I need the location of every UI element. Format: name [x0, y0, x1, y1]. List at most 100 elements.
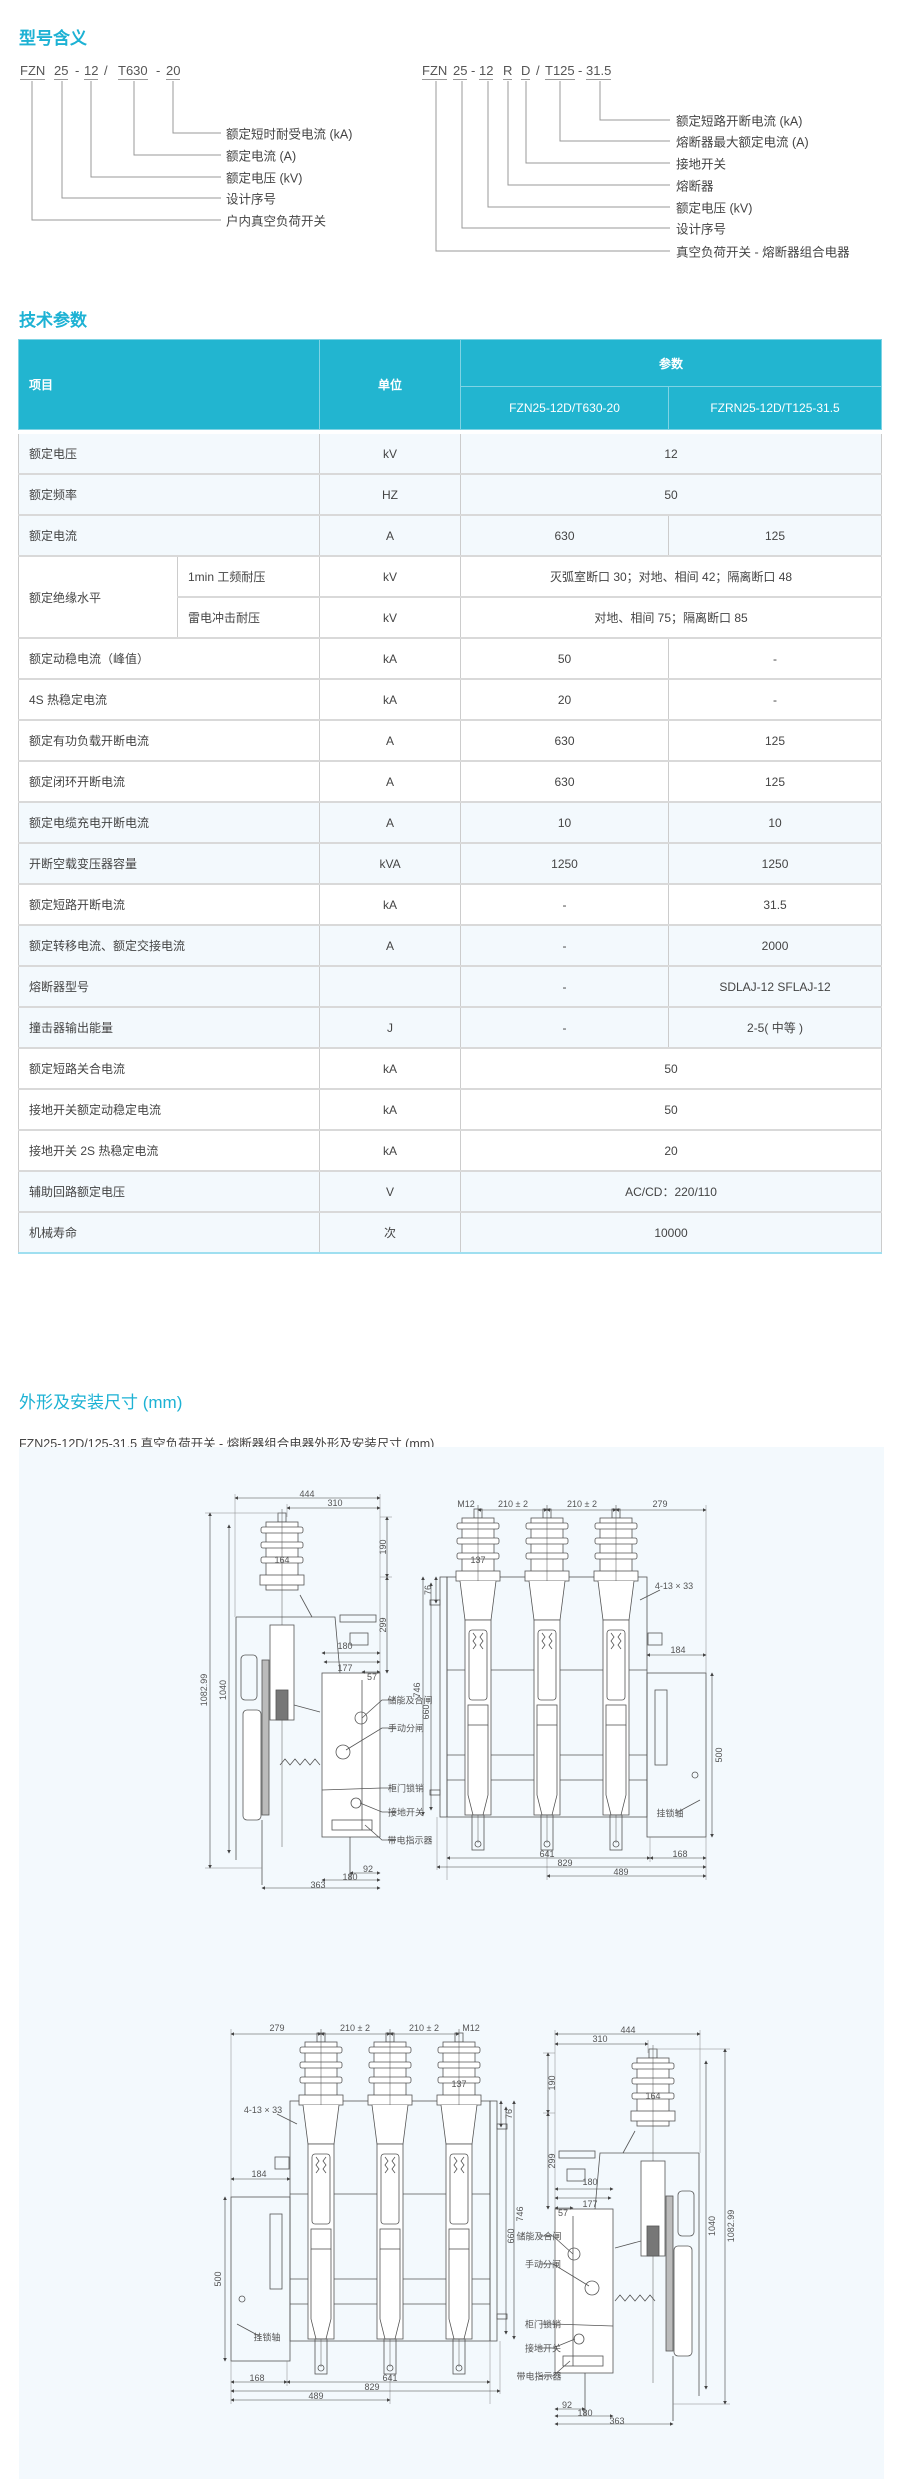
model-label: 额定电压 (kV) — [226, 171, 303, 186]
dimension-label: 4-13 × 33 — [243, 2105, 283, 2115]
cell-unit: A — [319, 515, 462, 557]
model-label: 额定电压 (kV) — [676, 201, 753, 216]
cell-value: 10 — [668, 802, 883, 844]
cell-value: 灭弧室断口 30；对地、相间 42；隔离断口 48 — [460, 556, 883, 598]
dimension-label: 279 — [269, 2023, 285, 2033]
dimension-label: 储能及合闸 — [387, 1695, 433, 1706]
model-label: 额定电流 (A) — [226, 149, 297, 164]
cell-item: 撞击器输出能量 — [17, 1007, 321, 1049]
leader-line — [599, 81, 670, 121]
cell-unit: A — [319, 802, 462, 844]
dimension-label: 手动分闸 — [524, 2259, 562, 2270]
cell-value: - — [460, 966, 670, 1008]
cell-unit: kV — [319, 597, 462, 639]
cell-item: 额定绝缘水平 — [18, 556, 178, 639]
cell-value: 630 — [460, 761, 670, 803]
model-label: 设计序号 — [676, 222, 727, 237]
cell-value: - — [460, 1007, 670, 1049]
dimension-label: 184 — [251, 2169, 267, 2179]
dimension-label: 164 — [274, 1555, 290, 1565]
cell-unit: kV — [319, 556, 462, 598]
leader-line — [172, 81, 221, 134]
cell-item: 4S 热稳定电流 — [17, 679, 321, 721]
cell-value: 125 — [668, 761, 883, 803]
model-label: 接地开关 — [676, 157, 727, 172]
dimension-label: 363 — [609, 2416, 625, 2426]
cell-value: 10000 — [460, 1212, 883, 1254]
dimension-label: M12 — [457, 1499, 475, 1509]
cell-value: - — [460, 884, 670, 926]
dimension-label: 4-13 × 33 — [654, 1581, 694, 1591]
cell-item: 额定短路开断电流 — [17, 884, 321, 926]
model-leader-lines — [31, 81, 670, 252]
cell-value: 20 — [460, 679, 670, 721]
cell-item: 额定转移电流、额定交接电流 — [17, 925, 321, 967]
cell-unit: A — [319, 720, 462, 762]
dimension-label: 177 — [582, 2199, 598, 2209]
code-segment: 31.5 — [586, 63, 612, 80]
code-segment: / — [104, 63, 108, 78]
cell-value: 125 — [668, 720, 883, 762]
cell-unit: kA — [319, 1130, 462, 1172]
dimension-label: 746 — [515, 2206, 525, 2222]
cell-value: - — [668, 679, 883, 721]
leader-line — [61, 81, 221, 199]
cell-unit: HZ — [319, 474, 462, 516]
code-segment: R — [503, 63, 513, 80]
dimension-label: 190 — [378, 1539, 388, 1555]
dimension-label: 挂锁轴 — [656, 1808, 684, 1819]
dimension-label: 挂锁轴 — [253, 2332, 281, 2343]
dimension-label: 137 — [451, 2079, 467, 2089]
dimension-label: 1040 — [218, 1679, 228, 1701]
cell-value: 630 — [460, 720, 670, 762]
dimension-label: 92 — [362, 1864, 374, 1874]
dimension-label: 363 — [310, 1880, 326, 1890]
cell-unit: kA — [319, 638, 462, 680]
leader-line — [525, 81, 670, 164]
cell-unit — [319, 966, 462, 1008]
dimension-label: 76 — [504, 2108, 514, 2120]
code-segment: 20 — [166, 63, 181, 80]
cell-value: 12 — [460, 434, 883, 475]
cell-unit: kA — [319, 1048, 462, 1090]
code-segment: T125 — [545, 63, 575, 80]
cell-item: 额定频率 — [17, 474, 321, 516]
dimension-label: 柜门锁销 — [524, 2319, 562, 2330]
cell-value: 50 — [460, 474, 883, 516]
cell-item: 额定短路关合电流 — [17, 1048, 321, 1090]
dimension-label: 手动分闸 — [387, 1723, 425, 1734]
model-label: 真空负荷开关 - 熔断器组合电器 — [676, 245, 850, 260]
model-label: 户内真空负荷开关 — [226, 214, 327, 229]
dimension-label: 310 — [592, 2034, 608, 2044]
code-segment: 25 — [453, 63, 468, 80]
leader-line — [90, 81, 221, 178]
dimension-label: 1040 — [707, 2215, 717, 2237]
code-segment: 25 — [54, 63, 69, 80]
cell-subitem: 雷电冲击耐压 — [176, 597, 321, 639]
header-unit: 单位 — [319, 339, 462, 430]
model-label: 设计序号 — [226, 192, 277, 207]
dimension-label: 180 — [342, 1872, 358, 1882]
code-segment: 12 — [479, 63, 494, 80]
dimension-label: 444 — [620, 2025, 636, 2035]
dimension-label: 164 — [645, 2091, 661, 2101]
cell-item: 额定有功负载开断电流 — [17, 720, 321, 762]
cell-item: 熔断器型号 — [17, 966, 321, 1008]
cell-unit: kVA — [319, 843, 462, 885]
cell-value: 1250 — [668, 843, 883, 885]
cell-item: 额定电压 — [17, 434, 321, 475]
dimension-label: 168 — [249, 2373, 265, 2383]
dimension-label: 92 — [561, 2400, 573, 2410]
cell-value: 2000 — [668, 925, 883, 967]
cell-unit: kA — [319, 1089, 462, 1131]
dimension-label: 180 — [577, 2408, 593, 2418]
dimension-label: 137 — [470, 1555, 486, 1565]
